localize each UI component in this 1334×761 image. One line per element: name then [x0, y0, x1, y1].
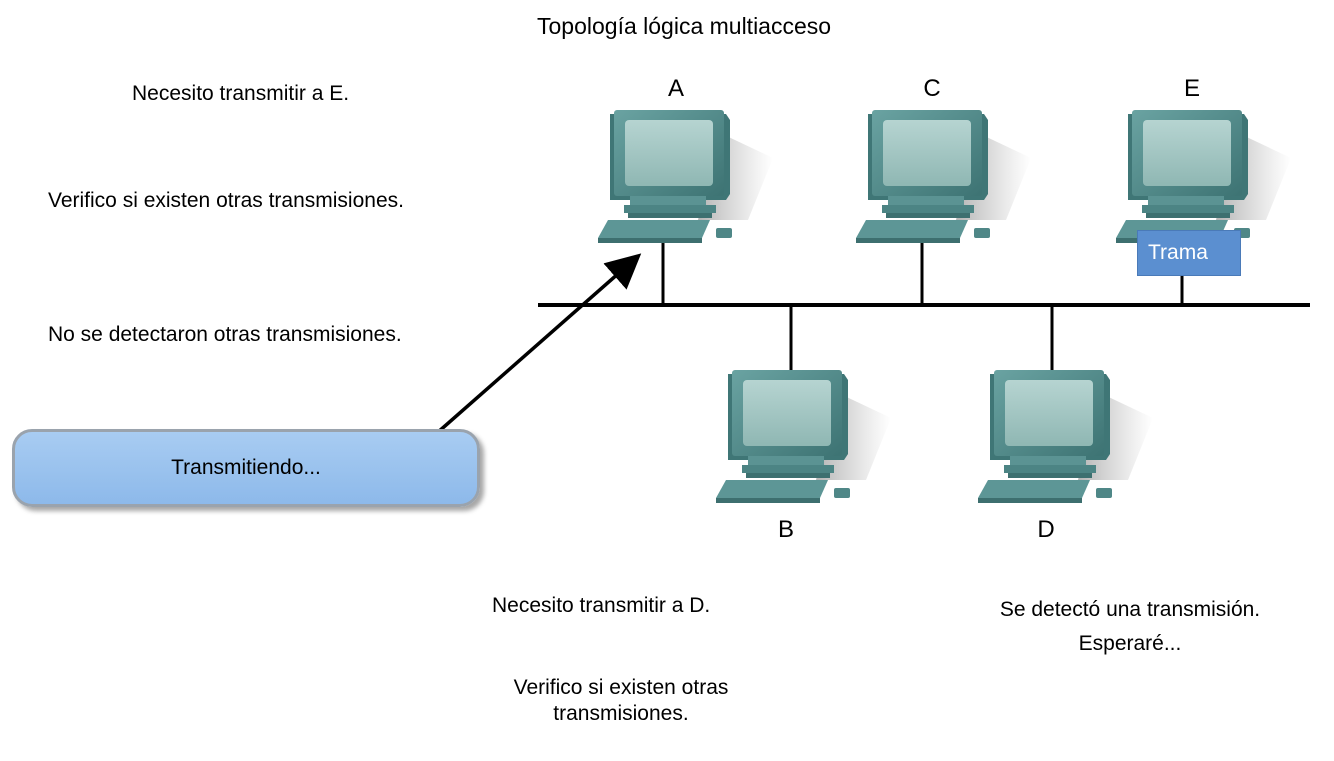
computer-d-icon: [978, 370, 1153, 503]
node-label-e: E: [1183, 75, 1200, 102]
node-a-note-need: Necesito transmitir a E.: [132, 82, 350, 105]
node-label-b: B: [777, 516, 794, 543]
node-b-note-need: Necesito transmitir a D.: [492, 594, 711, 617]
transmit-arrow: [435, 253, 642, 435]
transmitting-label: Transmitiendo...: [171, 456, 321, 479]
computer-a-icon: [598, 110, 773, 243]
frame-label: Trama: [1148, 241, 1208, 264]
node-a-note-check: Verifico si existen otras transmisiones.: [48, 189, 404, 212]
diagram-title: Topología lógica multiacceso: [537, 13, 832, 39]
computer-c-icon: [856, 110, 1031, 243]
node-label-d: D: [1037, 516, 1055, 543]
node-label-c: C: [923, 75, 941, 102]
node-a-note-clear: No se detectaron otras transmisiones.: [48, 323, 402, 346]
frame-badge: Trama: [1137, 230, 1241, 276]
node-label-a: A: [667, 75, 684, 102]
computer-b-icon: [716, 370, 891, 503]
node-d-note-wait: Se detectó una transmisión. Esperaré...: [999, 598, 1261, 655]
transmitting-callout: Transmitiendo...: [12, 429, 480, 507]
node-b-note-check: Verifico si existen otras transmisiones.: [513, 676, 729, 725]
computer-e-icon: [1116, 110, 1291, 243]
